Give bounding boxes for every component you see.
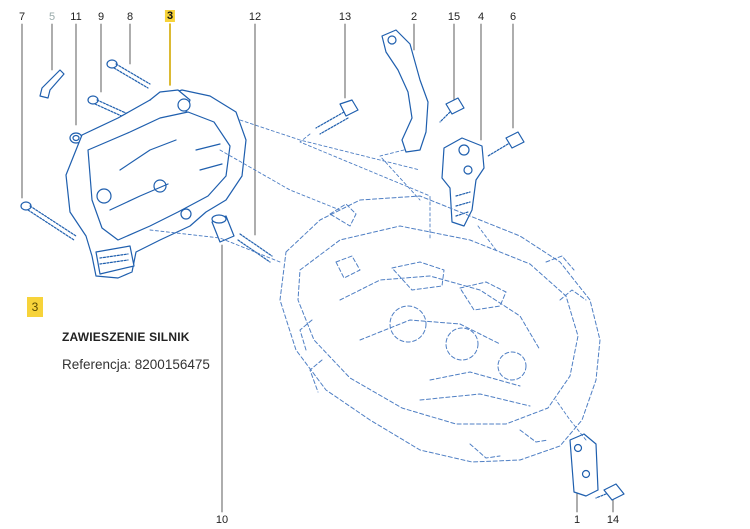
stud-13	[315, 99, 359, 135]
callout-1[interactable]: 1	[573, 514, 581, 526]
callout-8[interactable]: 8	[126, 11, 134, 23]
bolt-8	[106, 59, 151, 89]
callout-9[interactable]: 9	[97, 11, 105, 23]
callout-2[interactable]: 2	[410, 11, 418, 23]
bracket-1	[569, 433, 599, 497]
leader-lines	[21, 23, 614, 513]
selected-part-badge: 3	[27, 297, 43, 317]
callout-7[interactable]: 7	[18, 11, 26, 23]
engine-mount-bracket-3[interactable]	[65, 89, 247, 279]
bracket-4	[441, 137, 485, 227]
callout-4[interactable]: 4	[477, 11, 485, 23]
callout-3-selected[interactable]: 3	[164, 10, 176, 22]
bolt-15	[439, 97, 465, 123]
callout-10[interactable]: 10	[215, 514, 229, 526]
callout-14[interactable]: 14	[606, 514, 620, 526]
callout-15[interactable]: 15	[447, 11, 461, 23]
part-reference: Referencja: 8200156475	[62, 357, 210, 372]
lifting-bracket-2	[381, 29, 429, 153]
callout-5[interactable]: 5	[48, 11, 56, 23]
stud-12	[237, 233, 273, 263]
engine-block-outline	[279, 195, 601, 463]
bolt-7	[20, 201, 77, 241]
callout-6[interactable]: 6	[509, 11, 517, 23]
bolt-14	[595, 483, 625, 501]
assembly-guide-lines	[149, 119, 587, 441]
callout-12[interactable]: 12	[248, 11, 262, 23]
callout-13[interactable]: 13	[338, 11, 352, 23]
clip-5	[39, 69, 65, 99]
callout-11[interactable]: 11	[70, 11, 82, 23]
part-title: ZAWIESZENIE SILNIK	[62, 330, 190, 344]
bolt-9	[87, 95, 129, 119]
bolt-6	[487, 131, 525, 157]
spacer-10	[211, 214, 235, 243]
